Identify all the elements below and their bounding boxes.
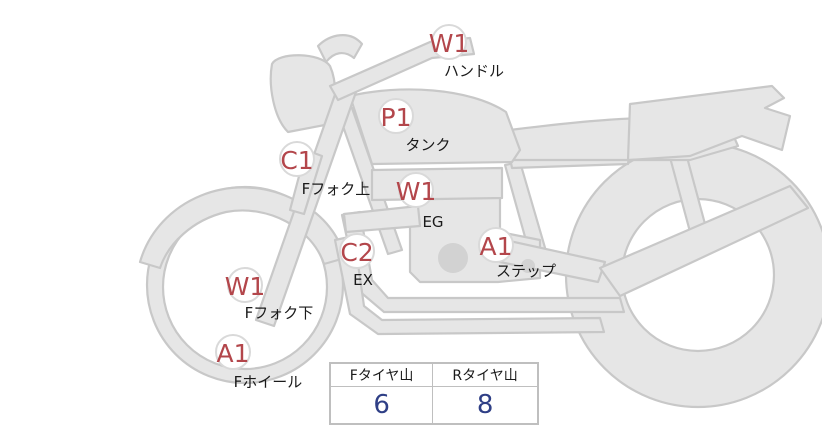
marker-code-handle: W1 — [429, 29, 470, 58]
marker-circle — [478, 227, 514, 263]
marker-code-exhaust: C2 — [340, 238, 373, 267]
marker-code-step: A1 — [479, 232, 512, 261]
rear-tire-value: 8 — [432, 386, 539, 425]
table-header-row: Fタイヤ山 Rタイヤ山 — [329, 362, 539, 387]
marker-front-wheel: A1 Fホイール — [215, 334, 303, 391]
marker-label-front-wheel: Fホイール — [234, 373, 303, 391]
marker-circle — [279, 141, 315, 177]
marker-step: A1 ステップ — [478, 227, 556, 280]
handlebar-left — [316, 34, 364, 64]
marker-engine: W1 EG — [396, 172, 444, 231]
marker-code-front-wheel: A1 — [216, 339, 249, 368]
marker-tank: P1 タンク — [378, 98, 451, 154]
engine-cover — [438, 243, 468, 273]
marker-code-tank: P1 — [381, 103, 412, 132]
marker-circle — [431, 24, 467, 60]
motorcycle-illustration — [138, 34, 822, 409]
muffler — [598, 184, 810, 298]
marker-fork-upper: C1 Fフォク上 — [279, 141, 371, 198]
marker-handle: W1 ハンドル — [429, 24, 504, 80]
marker-label-handle: ハンドル — [444, 62, 504, 80]
marker-circle — [398, 172, 434, 208]
engine-head — [370, 166, 504, 202]
marker-code-engine: W1 — [396, 177, 437, 206]
marker-code-fork-upper: C1 — [280, 146, 313, 175]
marker-circle — [378, 98, 414, 134]
front-fork-inner — [288, 148, 324, 216]
marker-label-fork-upper: Fフォク上 — [302, 180, 371, 198]
marker-circle — [227, 267, 263, 303]
marker-label-tank: タンク — [405, 136, 450, 154]
marker-label-fork-lower: Fフォク下 — [245, 304, 314, 322]
front-tire-header: Fタイヤ山 — [329, 362, 434, 387]
table-row: 6 8 — [329, 386, 539, 425]
marker-label-step: ステップ — [496, 262, 556, 280]
rear-fender — [626, 84, 792, 162]
marker-circle — [339, 233, 375, 269]
marker-label-engine: EG — [422, 213, 443, 231]
tire-tread-table: Fタイヤ山 Rタイヤ山 6 8 — [329, 362, 539, 425]
marker-fork-lower: W1 Fフォク下 — [225, 267, 314, 322]
front-tire-value: 6 — [329, 386, 434, 425]
footpeg — [521, 259, 535, 273]
rear-tire-header: Rタイヤ山 — [432, 362, 539, 387]
marker-label-exhaust: EX — [353, 271, 373, 289]
marker-circle — [215, 334, 251, 370]
marker-code-fork-lower: W1 — [225, 272, 266, 301]
engine-side-pipe — [342, 204, 422, 234]
marker-exhaust: C2 EX — [339, 233, 375, 289]
